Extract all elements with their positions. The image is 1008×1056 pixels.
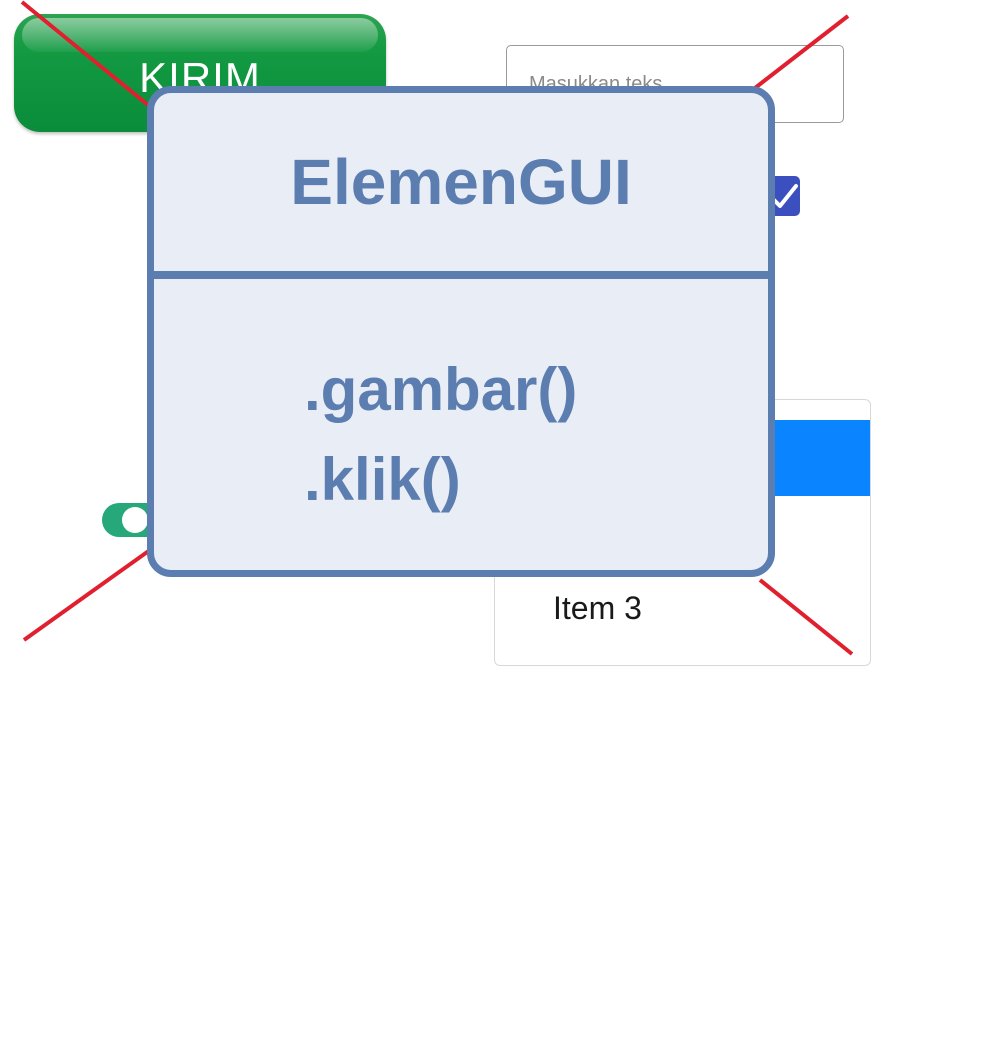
toggle-knob: [122, 507, 148, 533]
class-name: ElemenGUI: [290, 146, 632, 218]
class-divider: [154, 271, 768, 279]
method-gambar: .gambar(): [304, 356, 578, 423]
checkmark-icon: [772, 184, 798, 208]
checkbox[interactable]: [772, 176, 800, 216]
method-klik: .klik(): [304, 446, 461, 513]
list-item-3[interactable]: Item 3: [553, 590, 642, 626]
strike-line-bottom-left: [22, 548, 152, 642]
class-box: ElemenGUI .gambar() .klik(): [147, 86, 775, 577]
method-list: .gambar() .klik(): [304, 345, 577, 525]
